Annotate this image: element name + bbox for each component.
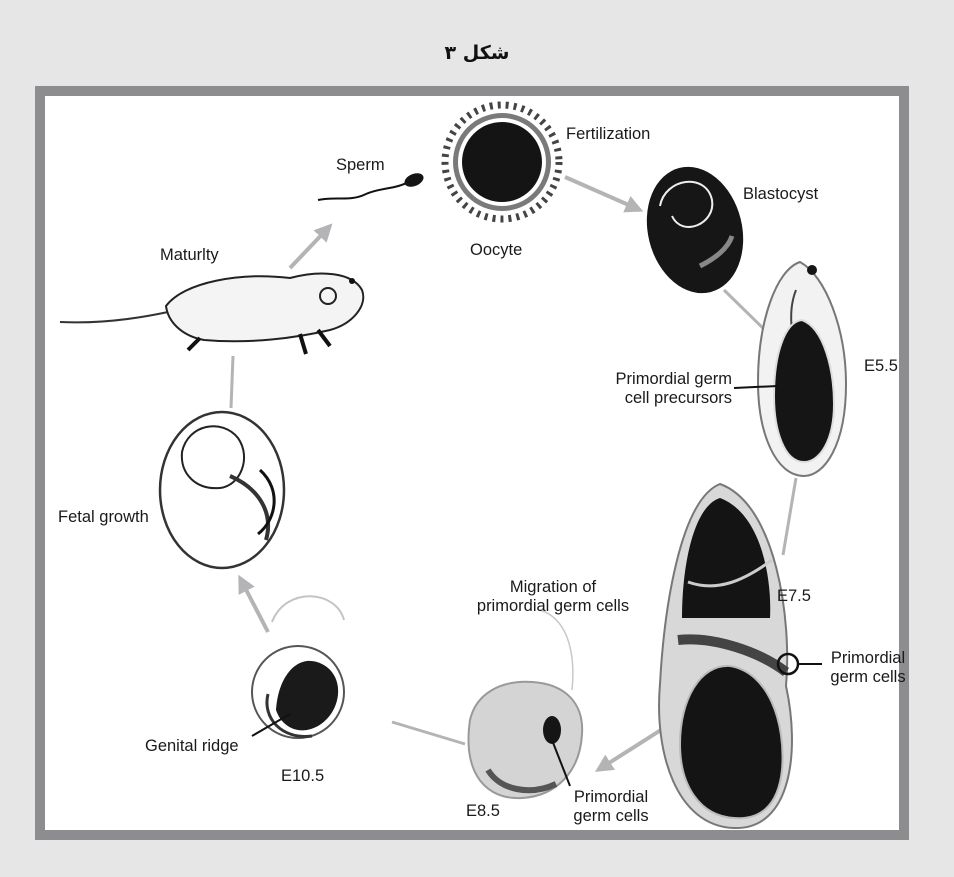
arrow-e10-5-to-fetal — [240, 578, 268, 632]
label-fetal-growth: Fetal growth — [58, 508, 149, 527]
e8-5-embryo-illustration — [469, 610, 583, 798]
connector-e5-5-to-e7-5 — [783, 478, 796, 555]
connector-fetal-to-maturity — [231, 356, 233, 408]
label-pgc-e7-5: Primordial germ cells — [824, 649, 912, 687]
label-pgc-e8-5: Primordial germ cells — [566, 788, 656, 826]
blastocyst-illustration — [634, 157, 756, 304]
e10-5-embryo-illustration — [252, 596, 344, 738]
label-e8-5: E8.5 — [466, 802, 500, 821]
label-genital-ridge: Genital ridge — [145, 737, 239, 756]
label-e10-5: E10.5 — [281, 767, 324, 786]
label-migration: Migration of primordial germ cells — [443, 578, 663, 616]
label-e5-5: E5.5 — [864, 357, 898, 376]
label-e7-5: E7.5 — [777, 587, 811, 606]
fetus-illustration — [160, 412, 284, 568]
e7-5-embryo-illustration — [659, 484, 798, 828]
label-fertilization: Fertilization — [566, 125, 650, 144]
arrow-maturity-to-sperm — [290, 226, 330, 268]
e5-5-embryo-illustration — [758, 262, 846, 476]
label-sperm: Sperm — [336, 156, 385, 175]
arrow-e7-5-to-e8-5 — [598, 728, 664, 770]
mouse-illustration — [60, 274, 363, 354]
label-blastocyst: Blastocyst — [743, 185, 818, 204]
oocyte-illustration — [445, 105, 559, 219]
label-oocyte: Oocyte — [470, 241, 522, 260]
label-maturity: Maturlty — [160, 246, 219, 265]
arrow-fertilization-to-blastocyst — [565, 177, 640, 210]
connector-blastocyst-to-e5-5 — [724, 290, 768, 333]
sperm-illustration — [318, 171, 426, 200]
label-pgc-precursors: Primordial germ cell precursors — [592, 370, 732, 408]
connector-e8-5-to-e10-5 — [392, 722, 465, 744]
